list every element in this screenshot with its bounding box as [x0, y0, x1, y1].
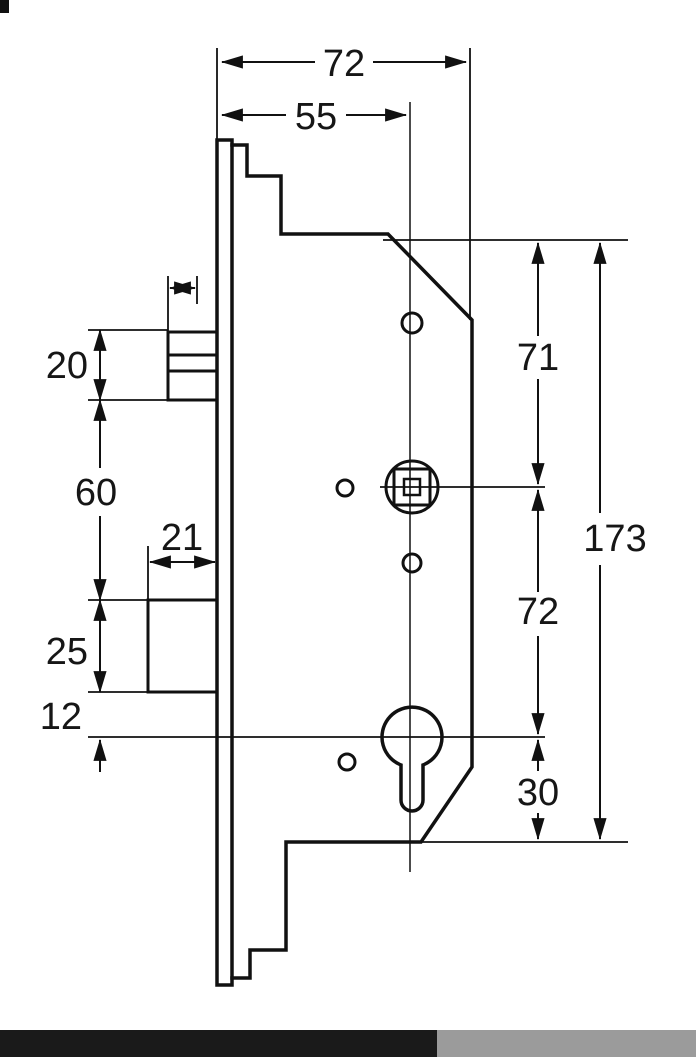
dim-label-deadbolt-height: 25	[46, 631, 88, 673]
top-screw-hole	[400, 311, 424, 335]
dim-label-deadbolt-throw: 21	[161, 517, 203, 559]
mid-screw-hole	[401, 552, 423, 574]
dim-label-deadbolt-to-cylinder: 12	[40, 696, 82, 738]
dim-label-cylinder-to-bottom: 30	[517, 772, 559, 814]
dim-label-total-height: 173	[583, 518, 646, 560]
dim-label-latch-to-deadbolt: 60	[75, 472, 117, 514]
corner-mark	[0, 0, 9, 13]
footer-bars	[0, 1030, 696, 1057]
footer-bar-gray	[437, 1030, 696, 1057]
faceplate	[215, 138, 234, 987]
footer-bar-dark	[0, 1030, 437, 1057]
deadbolt	[146, 598, 219, 694]
dimension-labels: 72 55 20 60 21 25 12 71 72 30 173	[40, 43, 647, 814]
latch-bolt	[166, 330, 219, 402]
dim-label-backset: 55	[295, 96, 337, 138]
dim-label-total-width: 72	[323, 43, 365, 85]
dim-label-latch-height: 20	[46, 345, 88, 387]
case-outline	[230, 143, 474, 980]
extension-lines	[88, 48, 628, 872]
lower-screw-hole	[337, 752, 357, 772]
mid-left-screw-hole	[335, 478, 355, 498]
dim-label-top-to-spindle: 71	[517, 337, 559, 379]
dim-label-spindle-to-cylinder: 72	[517, 591, 559, 633]
euro-cylinder-hole	[380, 705, 444, 813]
dimension-lines	[93, 55, 607, 841]
